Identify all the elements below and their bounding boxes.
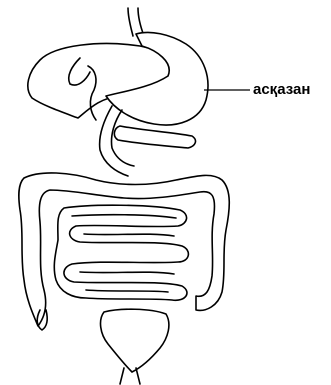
rectum: [101, 309, 169, 372]
small-intestine: [54, 205, 188, 300]
pancreas: [114, 126, 195, 148]
esophagus: [128, 8, 133, 36]
esophagus-inner: [138, 8, 144, 36]
stomach-label: асқазан: [253, 81, 310, 98]
